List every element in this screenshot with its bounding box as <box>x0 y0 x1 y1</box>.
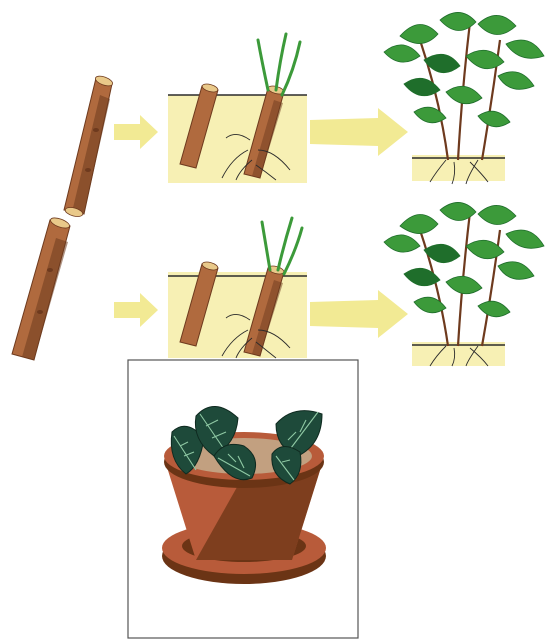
cutting-2 <box>12 216 71 360</box>
arrow-2 <box>310 108 408 156</box>
arrow-4 <box>310 290 408 338</box>
arrow-3 <box>114 293 158 327</box>
rooted-cutting-panel-2 <box>168 218 307 358</box>
rooted-cutting-panel-1 <box>168 34 307 183</box>
mature-plant-1 <box>384 12 544 184</box>
potted-leaf-cuttings-inset <box>128 360 358 638</box>
arrow-1 <box>114 115 158 149</box>
mature-plant-2 <box>384 202 544 366</box>
cutting-1 <box>64 74 114 218</box>
